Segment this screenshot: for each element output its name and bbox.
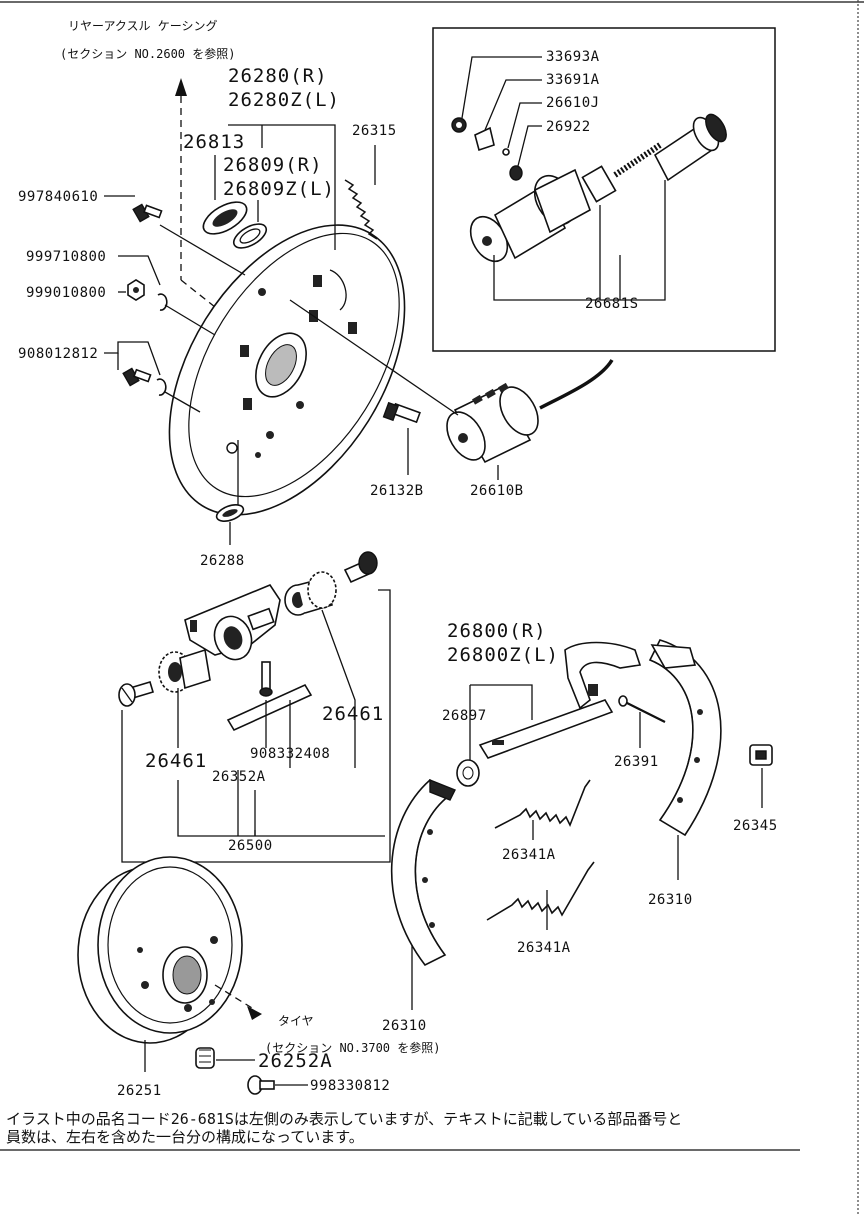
adjuster-assembly xyxy=(118,551,378,732)
label-26352A: 26352A xyxy=(212,769,266,785)
leader-33691A xyxy=(484,79,542,131)
label-26280ZL: 26280Z(L) xyxy=(228,89,340,111)
screw-998330812 xyxy=(247,1075,275,1095)
label-26341A-upper: 26341A xyxy=(502,847,556,863)
label-999710800: 999710800 xyxy=(26,249,106,265)
label-26500: 26500 xyxy=(228,838,273,854)
leader-26922 xyxy=(517,125,542,167)
leader-26610J xyxy=(507,102,542,149)
nut-washer xyxy=(127,279,168,311)
bracket-26500-inner xyxy=(177,780,385,837)
label-998330812: 998330812 xyxy=(310,1078,390,1094)
label-26310-right: 26310 xyxy=(648,892,693,908)
label-26809ZL: 26809Z(L) xyxy=(223,178,335,200)
arrow-up-icon xyxy=(175,78,187,96)
label-26610J: 26610J xyxy=(546,95,600,111)
label-26280R: 26280(R) xyxy=(228,65,328,87)
label-997840610: 997840610 xyxy=(18,189,98,205)
brake-shoe-right xyxy=(648,639,722,837)
label-26922: 26922 xyxy=(546,119,591,135)
leader-dash-tire xyxy=(214,984,253,1009)
cylinder-callout-curve xyxy=(539,359,614,410)
spring-26341A-lower xyxy=(486,861,595,921)
label-26809R: 26809(R) xyxy=(223,154,323,176)
brake-drum xyxy=(77,856,243,1044)
label-908012812: 908012812 xyxy=(18,346,98,362)
spring-26341A-upper xyxy=(494,779,591,829)
pin-26391 xyxy=(618,695,666,723)
label-26345: 26345 xyxy=(733,818,778,834)
bracket-26280 xyxy=(228,124,336,250)
leader-nut-to-plate xyxy=(164,304,216,336)
label-33693A: 33693A xyxy=(546,49,600,65)
label-26251: 26251 xyxy=(117,1083,162,1099)
label-26813: 26813 xyxy=(183,131,245,153)
footer-note-line1: イラスト中の品名コード26-681Sは左側のみ表示していますが、テキストに記載し… xyxy=(6,1110,682,1128)
label-26341A-lower: 26341A xyxy=(517,940,571,956)
leader-33693A xyxy=(461,56,542,119)
leader-dash-housing-2 xyxy=(180,279,226,316)
label-26610B: 26610B xyxy=(470,483,524,499)
inset-box xyxy=(432,27,776,352)
wheel-cylinder xyxy=(446,382,539,464)
plug-26288 xyxy=(215,504,245,522)
label-26315: 26315 xyxy=(352,123,397,139)
leader-908012812 xyxy=(104,341,161,376)
bolt-997840610 xyxy=(132,203,163,223)
bleeder-bolt xyxy=(382,401,421,424)
spring-26315 xyxy=(344,179,378,240)
label-26461-right: 26461 xyxy=(322,703,384,725)
footer-note-line2: 員数は、左右を含めた一台分の構成になっています。 xyxy=(6,1128,364,1146)
plug-grommet xyxy=(202,201,268,249)
tire-ref-line2: (セクション NO.3700 を参照) xyxy=(265,1040,440,1055)
label-26800ZL: 26800Z(L) xyxy=(447,644,559,666)
leader-999710800 xyxy=(118,255,161,286)
label-999010800: 999010800 xyxy=(26,285,106,301)
label-26681S: 26681S xyxy=(585,296,639,312)
leader-cylinder xyxy=(289,299,459,416)
label-26800R: 26800(R) xyxy=(447,620,547,642)
leader-26461-right xyxy=(321,609,356,768)
bracket-26681S xyxy=(493,180,666,301)
label-26897: 26897 xyxy=(442,708,487,724)
bracket-26500-outer xyxy=(121,589,391,863)
label-26288: 26288 xyxy=(200,553,245,569)
label-26132B: 26132B xyxy=(370,483,424,499)
brake-shoe-left xyxy=(390,778,456,967)
cylinder-exploded-parts xyxy=(451,113,727,263)
label-33691A: 33691A xyxy=(546,72,600,88)
backing-plate xyxy=(168,224,406,516)
parking-lever-strut xyxy=(456,641,642,787)
tire-ref-line1: タイヤ xyxy=(278,1014,314,1028)
label-26310-left: 26310 xyxy=(382,1018,427,1034)
bolt-908012812 xyxy=(122,367,167,396)
axle-housing-ref-line1: リヤーアクスル ケーシング xyxy=(68,19,218,33)
leader-bolt-to-plate-2 xyxy=(164,391,201,413)
leader-bolt-to-plate xyxy=(159,224,246,276)
clip-26345 xyxy=(749,744,773,766)
label-26252A: 26252A xyxy=(258,1050,333,1072)
hub-nut-26252A xyxy=(195,1047,215,1069)
axle-housing-ref-line2: (セクション NO.2600 を参照) xyxy=(60,46,235,61)
arrow-right-icon xyxy=(247,1006,262,1020)
label-26391: 26391 xyxy=(614,754,659,770)
label-26461-left: 26461 xyxy=(145,750,207,772)
bracket-26800 xyxy=(470,684,533,720)
